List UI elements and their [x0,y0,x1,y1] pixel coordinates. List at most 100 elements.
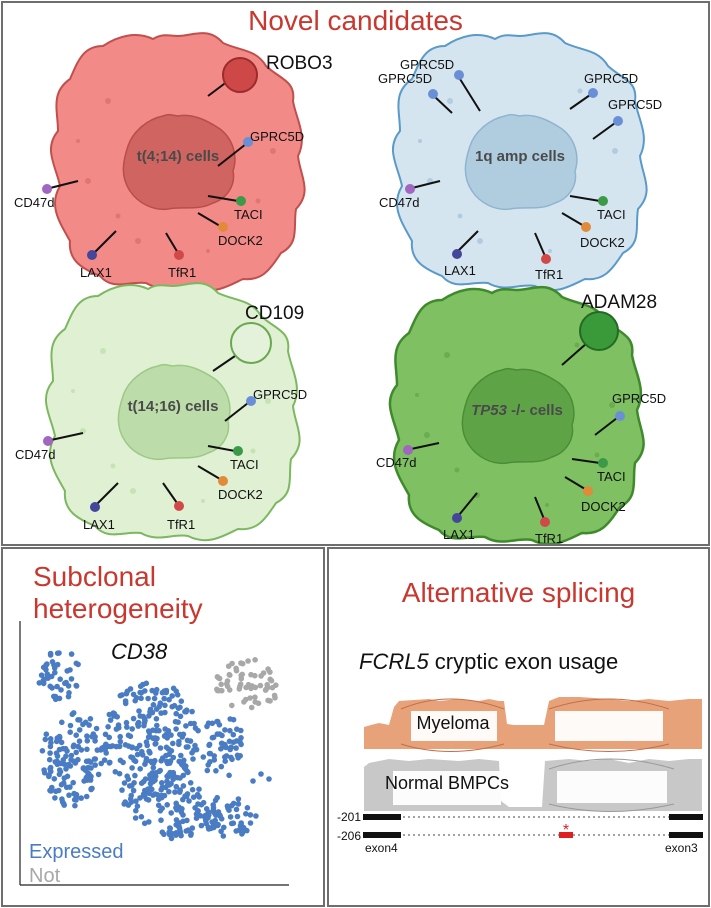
legend-expressed: Expressed [29,841,124,864]
cell-dot [171,755,177,761]
cell-dot [207,759,213,765]
cell-dot [128,796,134,802]
marker-tfr1: TfR1 [535,531,563,544]
cell-dot [132,698,138,704]
cell-dot [243,697,249,703]
subclonal-panel: Subclonal heterogeneity CD38 Expressed N… [1,547,325,907]
cell-dot [185,770,191,776]
cell-dot [163,753,169,759]
cell-dot [103,750,109,756]
cell-dot [183,763,189,769]
cell-dot [64,785,70,791]
cell-label: TP53 -/- cells [471,402,563,419]
cell-dot [114,726,120,732]
novel-marker-icon [231,323,271,363]
cell-dot [213,768,219,774]
cell-dot [53,697,59,703]
cell-dot [74,661,80,667]
cell-dot [49,785,55,791]
cell-1q-amp: 1q amp cells GPRC5D GPRC5D GPRC5D GPRC5D… [378,33,662,290]
cell-dot [133,815,139,821]
cell-dot [160,829,166,835]
cell-dot [139,690,145,696]
marker-gprc5d-d: GPRC5D [608,97,662,112]
cell-dot [228,744,234,750]
cell-dot [270,685,276,691]
cell-dot [211,805,217,811]
cell-dot [238,742,244,748]
cell-dot [245,805,251,811]
cell-dot [164,745,170,751]
cell-dot [175,692,181,698]
cell-dot [267,698,273,704]
marker-dock2: DOCK2 [581,499,626,514]
cell-dot [233,828,239,834]
cell-dot [161,696,167,702]
cell-dot [96,772,102,778]
cell-label: 1q amp cells [475,148,565,165]
sashimi-plot: Myeloma Normal BMPCs -201 -206 * exon4 e… [329,549,708,905]
exon4-label: exon4 [365,841,398,855]
cell-dot [146,728,152,734]
cell-dot [139,749,145,755]
cell-dot [239,672,245,678]
cell-dot [173,726,179,732]
cell-dot [163,732,169,738]
cell-dot [81,765,87,771]
cell-dot [67,729,73,735]
cell-dot [236,796,242,802]
cell-dot [229,821,235,827]
cell-dot [136,708,142,714]
cell-dot [55,662,61,668]
marker-tfr1: TfR1 [535,267,563,282]
cell-dot [237,684,243,690]
cell-dot [48,740,54,746]
cell-dot [142,718,148,724]
gene-label: CD38 [111,639,168,664]
cell-dot [267,677,273,683]
cell-dot [185,744,191,750]
cell-dot [196,786,202,792]
cell-dot [188,780,194,786]
novel-label: CD109 [245,303,304,324]
cell-dot [67,667,73,673]
cell-dot [252,657,258,663]
cell-dot [135,803,141,809]
cell-dot [219,741,225,747]
cell-dot [183,709,189,715]
cell-dot [258,683,264,689]
cell-dot [59,720,65,726]
marker-tfr1: TfR1 [167,517,195,532]
novel-label: ADAM28 [581,292,657,313]
cell-dot [128,734,134,740]
cell-dot [227,672,233,678]
cell-dot [191,721,197,727]
cell-dot [41,767,47,773]
cell-dot [73,750,79,756]
cell-dot [105,724,111,730]
marker-dock2: DOCK2 [580,235,625,250]
cell-dot [258,771,264,777]
cell-dot [164,759,170,765]
cell-dot [188,738,194,744]
cell-dot [63,766,69,772]
cell-dot [235,753,241,759]
cell-dot [140,682,146,688]
cell-label-italic: TP53 [471,402,508,419]
cell-dot [154,716,160,722]
cell-dot [62,681,68,687]
cell-dot [216,809,222,815]
cell-dot [172,789,178,795]
cell-diagrams: t(4;14) cells ROBO3 GPRC5D CD47d TACI DO… [3,3,708,544]
cell-dot [171,773,177,779]
cell-dot [179,698,185,704]
cell-dot [196,794,202,800]
legend-not: Not [29,865,60,888]
cell-dot [248,672,254,678]
cell-label: t(4;14) cells [137,148,220,165]
cell-dot [88,774,94,780]
cell-dot [50,659,56,665]
cell-dot [131,757,137,763]
cell-dot [117,734,123,740]
isoform-206-label: -206 [337,829,361,843]
